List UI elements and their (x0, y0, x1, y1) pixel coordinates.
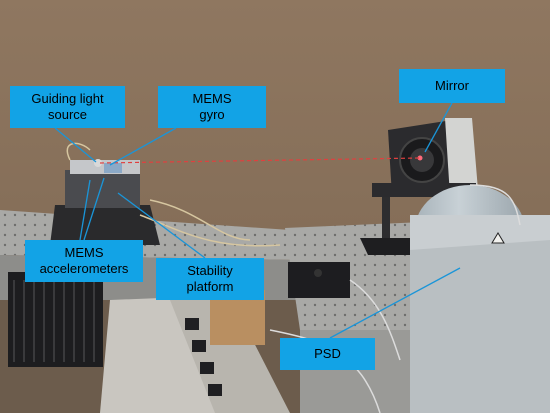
line-accel-1 (79, 179, 91, 241)
stability-platform-label-line1: Stability (187, 263, 233, 278)
connector-board (170, 296, 290, 413)
controller-box (288, 262, 350, 298)
black-heatsink (8, 272, 103, 367)
platform-base (50, 205, 160, 245)
mems-accelerometers-label: MEMS accelerometers (25, 240, 143, 282)
mems-accelerometers-label-line2: accelerometers (39, 261, 129, 276)
platform-cables (66, 142, 281, 247)
gyro-module (104, 163, 122, 173)
mems-gyro-label-line1: MEMS (192, 91, 232, 106)
platform-block (65, 170, 140, 208)
guiding-light-label-line2: source (47, 107, 88, 122)
guiding-light-source-label: Guiding light source (10, 86, 125, 128)
line-guiding-light (54, 127, 97, 163)
mems-accelerometers-label-line1: MEMS (64, 245, 104, 260)
stability-platform-label: Stability platform (156, 258, 264, 300)
line-psd (329, 267, 461, 339)
line-accel-2 (83, 177, 105, 241)
mirror-label: Mirror (399, 69, 505, 103)
controller-knob (314, 269, 322, 277)
laser-beam (99, 157, 421, 164)
psd-housing-shade (410, 215, 550, 250)
mirror-assembly (360, 118, 478, 255)
warning-sticker (491, 232, 505, 244)
guiding-light-label-line1: Guiding light (31, 91, 104, 106)
mems-gyro-label: MEMS gyro (158, 86, 266, 128)
line-mirror (424, 102, 453, 153)
callout-lines (54, 102, 461, 339)
guiding-light-source (94, 159, 102, 167)
line-gyro (109, 127, 177, 166)
mirror-label-text: Mirror (435, 78, 469, 93)
stability-platform-label-line2: platform (186, 279, 234, 294)
mems-gyro-label-line2: gyro (199, 107, 225, 122)
line-stability (117, 192, 206, 259)
heatsink-fins (13, 280, 95, 362)
psd-label: PSD (280, 338, 375, 370)
psd-label-text: PSD (314, 346, 341, 361)
black-connectors (185, 318, 222, 396)
